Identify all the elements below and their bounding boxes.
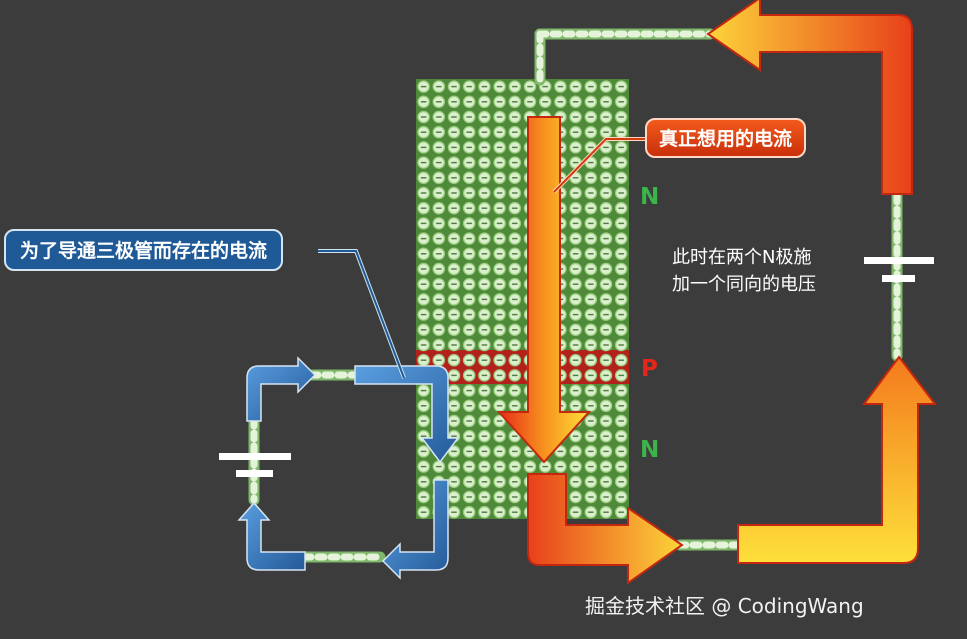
top-left-current-arrow <box>706 0 913 195</box>
layer-label-p: P <box>641 356 658 382</box>
watermark: 掘金技术社区 @ CodingWang <box>585 594 864 618</box>
base-current-loop <box>219 356 460 580</box>
voltage-note-line1: 此时在两个N极施 <box>672 247 812 268</box>
battery-symbol-icon <box>219 453 291 477</box>
layer-label-n-top: N <box>640 184 660 210</box>
bottom-right-current-arrow <box>527 473 684 585</box>
desired-current-callout: 真正想用的电流 <box>645 118 807 158</box>
semiconductor-block <box>416 79 629 519</box>
blue-bottom-arrow <box>381 479 449 580</box>
electron-pattern <box>416 79 629 519</box>
battery-symbol-icon <box>864 257 934 282</box>
voltage-note-line2: 加一个同向的电压 <box>672 274 816 295</box>
blue-top-left-arrow <box>246 356 317 422</box>
voltage-note: 此时在两个N极施 加一个同向的电压 <box>672 244 862 298</box>
blue-down-arrow <box>354 365 460 464</box>
top-wire <box>534 28 716 86</box>
right-up-current-arrow <box>737 355 938 564</box>
main-current-loop <box>496 0 938 585</box>
layer-label-n-bottom: N <box>640 437 660 463</box>
down-current-arrow <box>496 116 592 464</box>
base-current-callout: 为了导通三极管而存在的电流 <box>4 229 284 271</box>
callout-leaders <box>318 137 645 379</box>
blue-bottom-left-arrow <box>237 501 306 571</box>
